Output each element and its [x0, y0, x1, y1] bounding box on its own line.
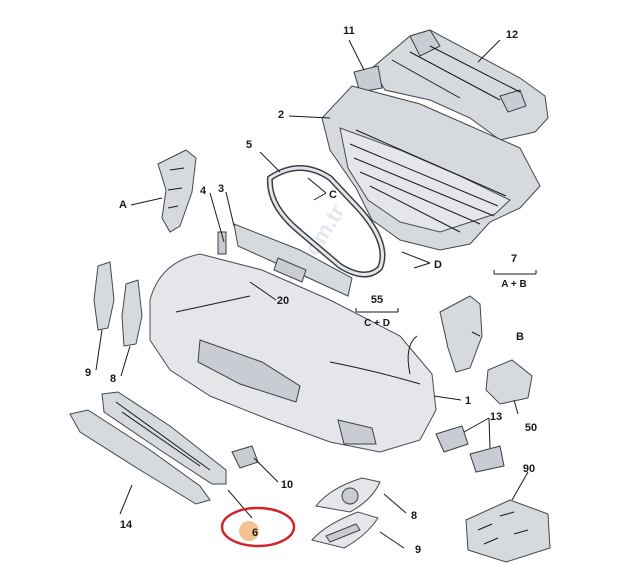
callout-9-right: 9	[415, 544, 421, 556]
callout-2: 2	[278, 109, 284, 121]
part-11-bracket[interactable]	[353, 65, 383, 93]
part-2-grille-frame[interactable]	[321, 85, 541, 251]
part-4-clip[interactable]	[217, 231, 227, 255]
group-55-label: C + D	[364, 318, 390, 329]
callout-4: 4	[200, 185, 207, 197]
callout-90: 90	[523, 463, 535, 475]
callout-6-highlight	[220, 506, 296, 548]
callout-7: 7	[511, 253, 517, 265]
part-a-left-bracket[interactable]	[157, 149, 197, 233]
leader-lines	[95, 39, 529, 549]
highlight-dot	[239, 521, 259, 541]
callout-20: 20	[277, 295, 289, 307]
callout-3: 3	[218, 183, 224, 195]
callout-8-right: 8	[411, 510, 417, 522]
callout-a: A	[119, 199, 127, 211]
part-12-upper-crossmember[interactable]	[371, 29, 549, 141]
part-10-bracket[interactable]	[231, 445, 259, 469]
group-7-label: A + B	[501, 279, 526, 290]
part-90-clip-kit[interactable]	[465, 499, 551, 563]
part-b-right-bracket[interactable]	[439, 295, 483, 373]
part-6-lower-grille-insert[interactable]	[101, 391, 227, 485]
callout-6: 6	[252, 527, 258, 539]
part-3-lower-grille[interactable]	[233, 223, 353, 297]
callout-d: D	[434, 259, 442, 271]
callout-9-left: 9	[85, 367, 91, 379]
part-50-fastener-kit[interactable]	[485, 359, 533, 405]
highlight-ring	[220, 506, 296, 548]
callout-10: 10	[281, 479, 293, 491]
callout-13: 13	[490, 411, 502, 423]
callout-50: 50	[525, 422, 537, 434]
part-1-bumper-cover[interactable]	[149, 253, 437, 453]
callout-1: 1	[465, 395, 471, 407]
part-9-left-strip[interactable]	[93, 261, 115, 331]
callout-c: C	[329, 189, 337, 201]
part-13-clips[interactable]	[435, 425, 505, 473]
group-underlines	[355, 270, 537, 313]
part-5-grille-surround[interactable]	[266, 165, 386, 278]
callout-12: 12	[506, 29, 518, 41]
callout-labels: 11 12 2 5 C 4 3 A D 7 A + B 20 55 C + D …	[85, 25, 537, 556]
callout-11: 11	[343, 25, 355, 37]
part-8-left-strip[interactable]	[121, 279, 143, 347]
callout-14: 14	[120, 519, 133, 531]
part-8-fog-light-bezel[interactable]	[315, 477, 381, 513]
part-14-lower-strip[interactable]	[69, 409, 211, 505]
callout-8-left: 8	[110, 373, 116, 385]
callout-b: B	[516, 331, 524, 343]
callout-55: 55	[371, 294, 383, 306]
part-9-fog-light-bezel[interactable]	[311, 511, 379, 549]
callout-5: 5	[246, 139, 252, 151]
